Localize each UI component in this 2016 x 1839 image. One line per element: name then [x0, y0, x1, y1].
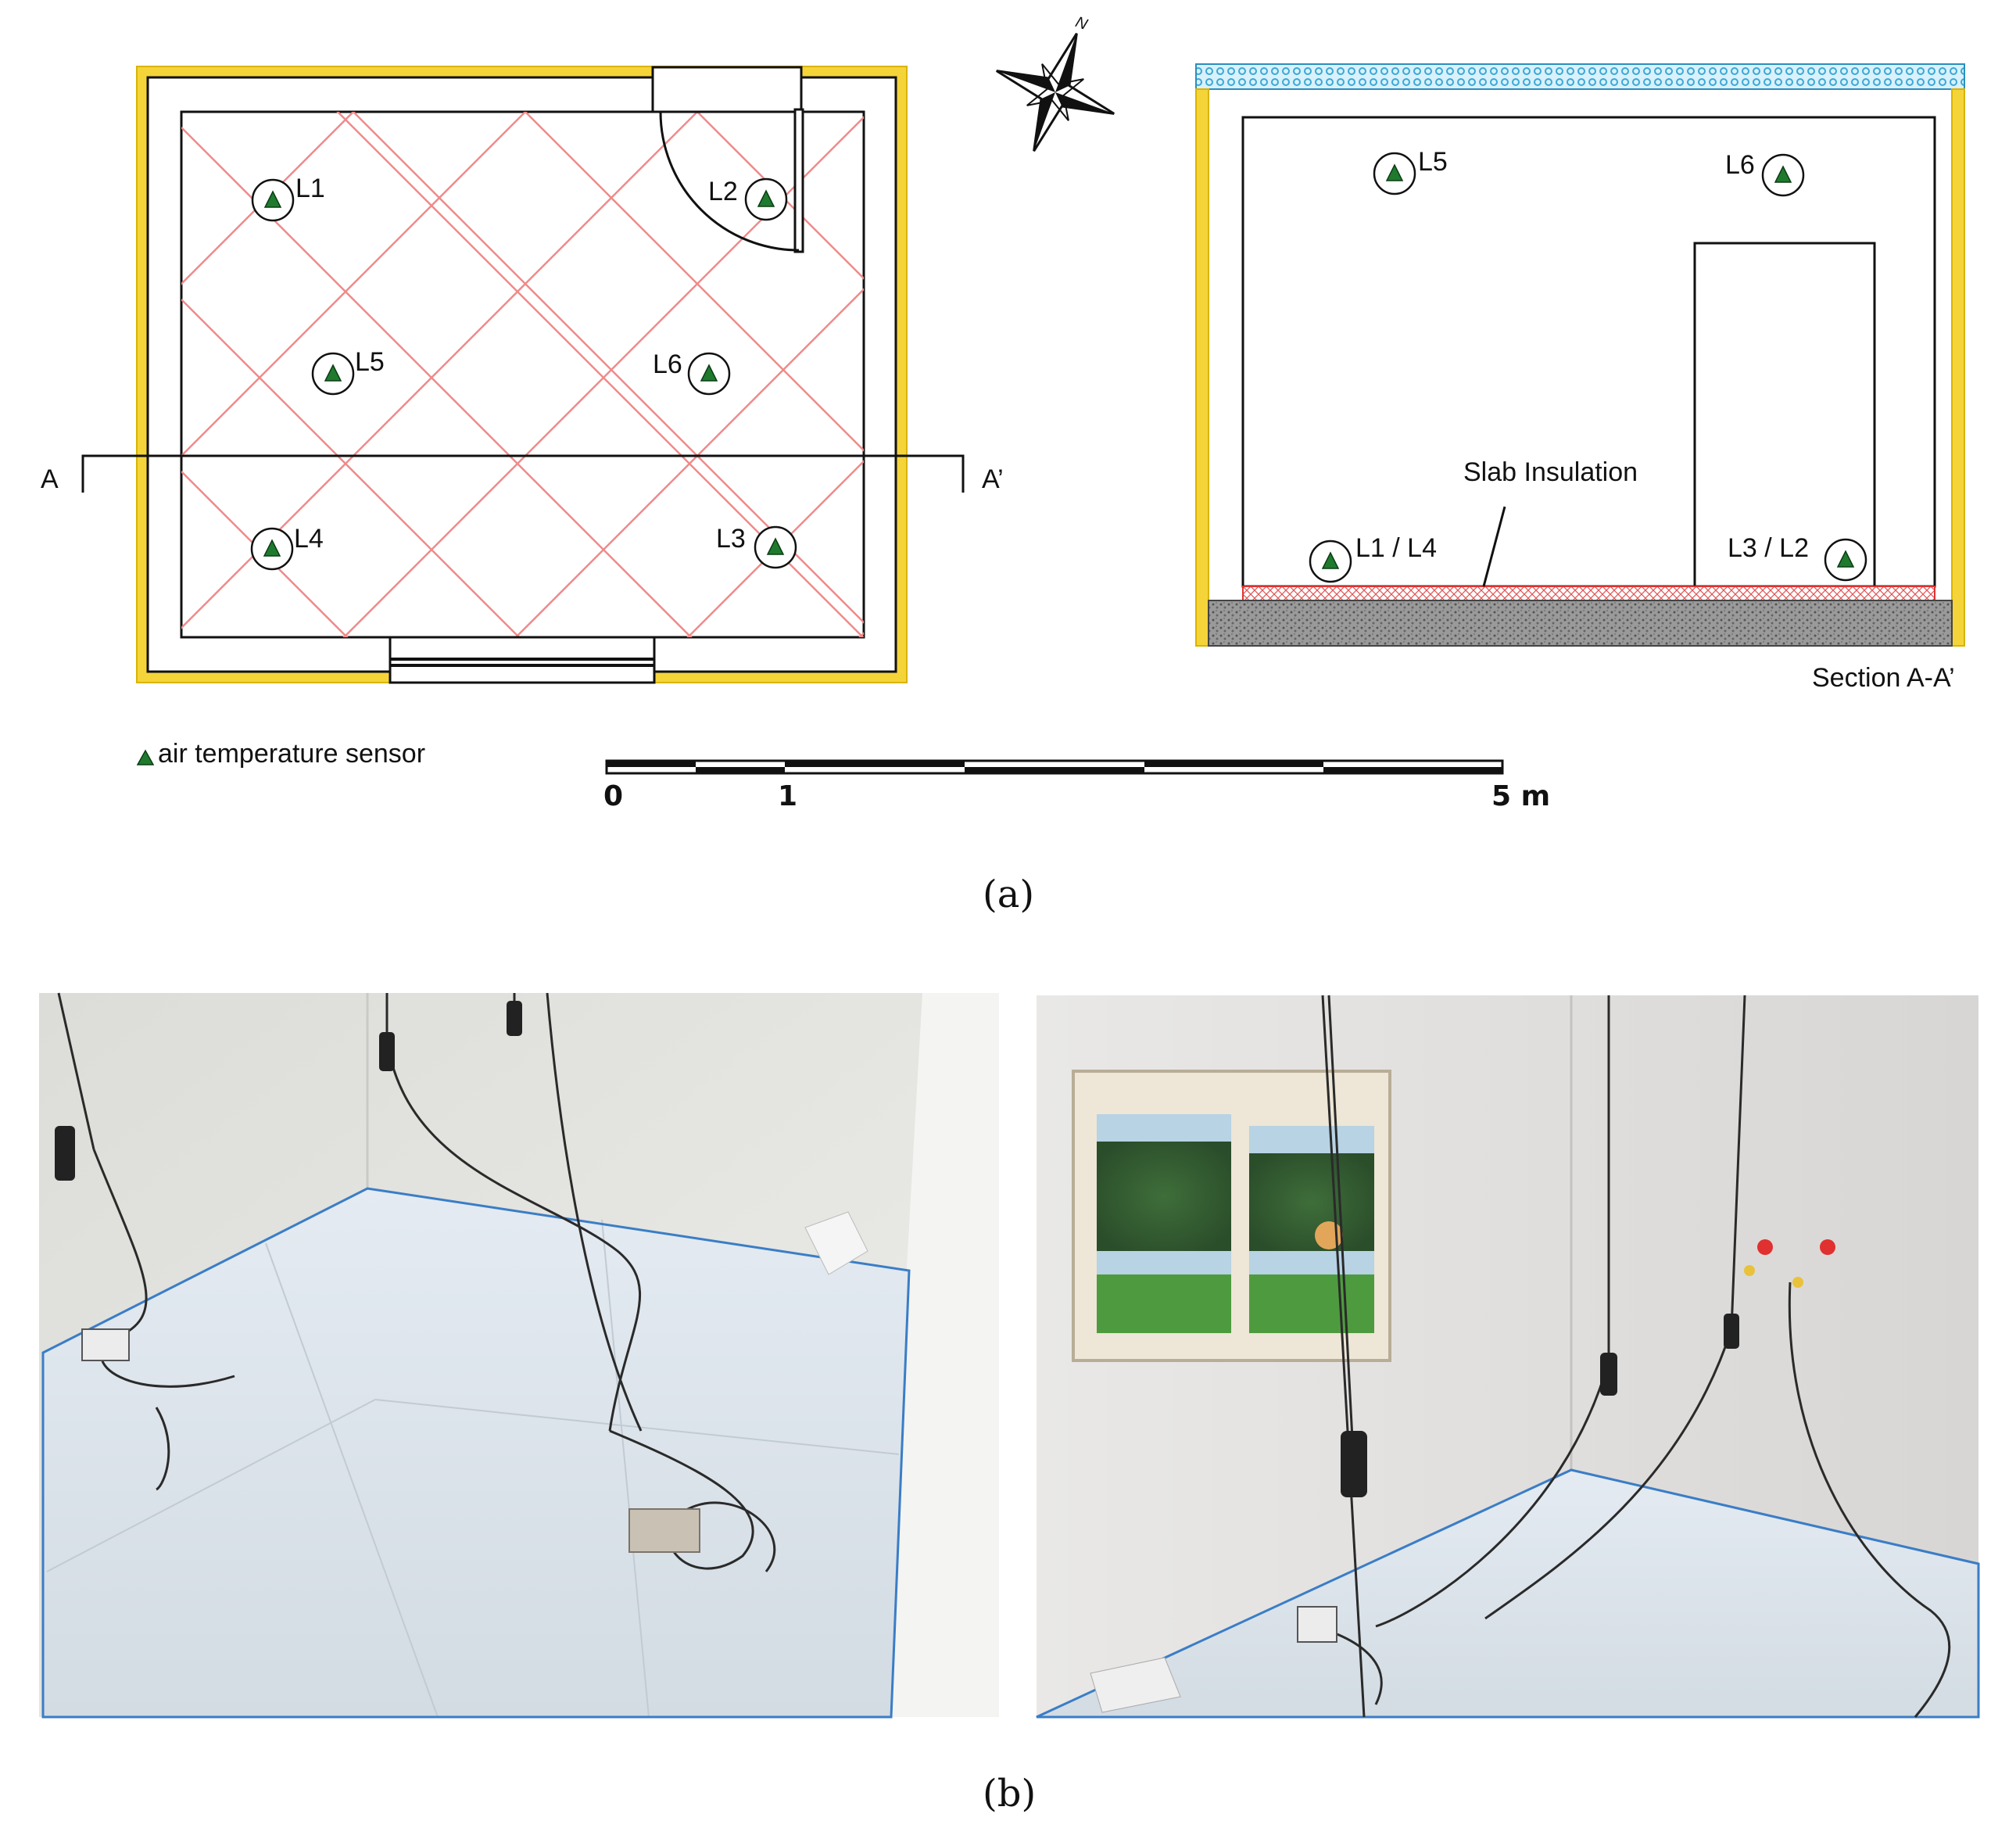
window [389, 636, 656, 684]
slab-insulation [1242, 586, 1935, 601]
legend-sensor-icon [136, 749, 155, 765]
corner-object [804, 1211, 868, 1275]
section-line [81, 454, 965, 493]
photo-right-sensors [1090, 1239, 1835, 1713]
floor-plan: A A’ L1 L2 L5 L6 L4 L3 [41, 66, 1004, 684]
section-sensor-l6: L6 [1725, 150, 1805, 197]
caption-b: (b) [983, 1772, 1036, 1816]
compass-rose-icon: N [996, 13, 1115, 152]
left-wall-insulation [1195, 88, 1209, 647]
power-strip [1297, 1606, 1337, 1643]
hanging-sensor [379, 1032, 395, 1071]
hanging-sensor [507, 1001, 522, 1036]
svg-text:L4: L4 [294, 524, 324, 554]
hanging-sensor [1724, 1314, 1739, 1349]
svg-text:L5: L5 [1418, 147, 1448, 177]
section-marker-left: A [41, 464, 59, 494]
corner-object [1090, 1657, 1181, 1713]
photo-left-cables [57, 992, 776, 1572]
photo-right-floor-outline [1036, 1468, 1980, 1719]
sensor-l6: L6 [653, 350, 731, 396]
hanging-sensor [55, 1126, 75, 1181]
wall-probe-red [1820, 1239, 1835, 1255]
photo-right [1036, 995, 1980, 1719]
scale-bar: 0 1 5 m [603, 759, 1550, 812]
svg-text:L3 / L2: L3 / L2 [1728, 533, 1809, 563]
sensor-l2: L2 [708, 177, 788, 221]
photo-left-floor-joints [46, 1219, 900, 1718]
scale-label-5m: 5 m [1491, 780, 1550, 812]
slab-insulation-label: Slab Insulation [1463, 457, 1638, 487]
svg-text:L6: L6 [653, 350, 682, 379]
photo-left-floor-outline [41, 1187, 911, 1719]
wall-probe-yellow [1792, 1277, 1803, 1288]
svg-text:L1 / L4: L1 / L4 [1355, 533, 1437, 563]
section-sensor-l5: L5 [1373, 147, 1448, 195]
roof-insulation [1195, 63, 1965, 90]
scale-label-1: 1 [778, 780, 797, 812]
svg-text:L2: L2 [708, 177, 738, 206]
svg-text:L6: L6 [1725, 150, 1755, 180]
sensor-l3: L3 [716, 524, 797, 569]
photo-left-sensors [55, 1001, 868, 1553]
scale-label-0: 0 [603, 780, 623, 812]
sensor-l1: L1 [251, 174, 325, 222]
section-view: Slab Insulation L5 L6 L1 / L4 L3 / L2 Se… [1195, 63, 1965, 693]
section-title: Section A-A’ [1812, 663, 1955, 693]
photo-right-floor [1037, 1470, 1978, 1717]
caption-a: (a) [983, 873, 1034, 916]
hanging-sensor [1341, 1431, 1367, 1497]
legend-sensor-label: air temperature sensor [158, 739, 425, 769]
photo-left-right-wall [891, 993, 999, 1717]
hanging-sensor [1600, 1353, 1617, 1396]
door-section [1693, 242, 1876, 588]
photo-left [39, 992, 999, 1719]
wall-probe-yellow [1744, 1265, 1755, 1276]
section-marker-right: A’ [982, 464, 1004, 494]
wall-probe-red [1757, 1239, 1773, 1255]
floor-plate [628, 1508, 700, 1553]
door [651, 66, 804, 253]
photo-left-floor [43, 1188, 909, 1717]
svg-text:L5: L5 [355, 347, 385, 377]
slab-leader-line [1482, 506, 1506, 587]
svg-text:L3: L3 [716, 524, 746, 554]
sensor-l5: L5 [311, 347, 385, 396]
section-sensor-l3-l2: L3 / L2 [1728, 533, 1867, 582]
svg-text:L1: L1 [295, 174, 325, 203]
section-sensor-l1-l4: L1 / L4 [1309, 533, 1437, 583]
right-wall-insulation [1951, 88, 1965, 647]
ground-slab [1208, 600, 1953, 647]
compass-north-label: N [1073, 13, 1090, 34]
sensor-l4: L4 [250, 524, 324, 571]
legend: air temperature sensor [136, 739, 425, 769]
power-strip [81, 1328, 130, 1361]
